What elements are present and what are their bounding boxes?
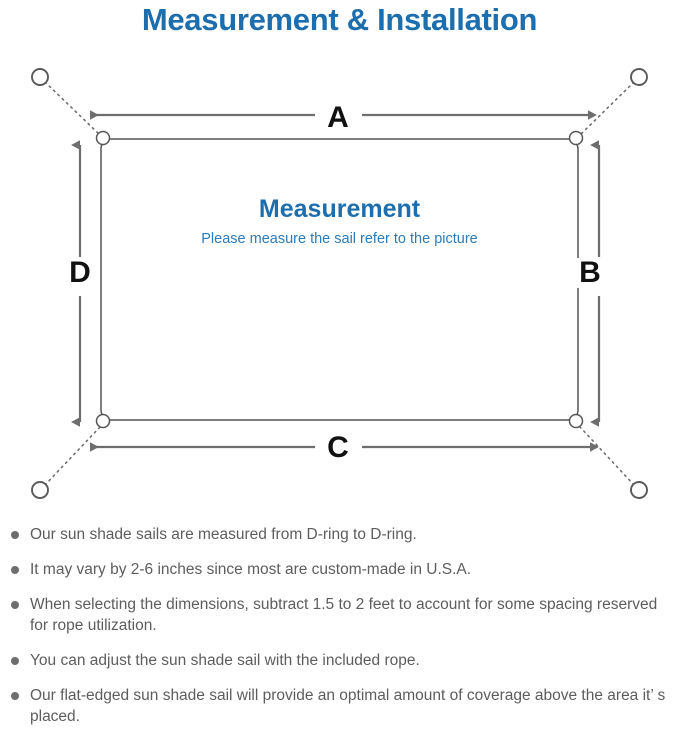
list-item: When selecting the dimensions, subtract … [0,594,679,636]
list-item-text: Our sun shade sails are measured from D-… [30,526,417,543]
d-ring-bottom-left [95,413,111,429]
anchor-ring-bottom-left [31,481,49,499]
list-item-text: Our flat-edged sun shade sail will provi… [30,687,666,725]
anchor-ring-top-right [630,68,648,86]
bullet-icon [11,531,19,539]
rope-line-top-right [579,81,635,136]
dimension-label-c: C [318,433,358,463]
list-item: Our flat-edged sun shade sail will provi… [0,685,679,727]
list-item-text: It may vary by 2-6 inches since most are… [30,561,472,578]
dimension-label-b: B [572,258,608,288]
measurement-diagram-svg [31,68,648,499]
d-ring-top-right [568,130,584,146]
d-ring-bottom-right [568,413,584,429]
bullet-icon [11,566,19,574]
list-item-text: When selecting the dimensions, subtract … [30,596,658,634]
sail-d-rings [95,130,584,429]
bullet-icon [11,657,19,665]
anchor-rings [31,68,648,499]
page-title: Measurement & Installation [141,2,538,37]
notes-list: Our sun shade sails are measured from D-… [0,524,679,727]
list-item: You can adjust the sun shade sail with t… [0,650,679,671]
list-item: Our sun shade sails are measured from D-… [0,524,679,545]
sail-body [100,138,579,421]
dimension-label-a: A [318,103,358,133]
anchor-ring-top-left [31,68,49,86]
list-item-text: You can adjust the sun shade sail with t… [30,652,420,669]
rope-line-bottom-right [579,426,635,486]
rope-line-bottom-left [44,426,101,486]
anchor-ring-bottom-right [630,481,648,499]
rope-lines [44,81,635,486]
d-ring-top-left [95,130,111,146]
measurement-diagram: A B C D [0,48,679,518]
list-item: It may vary by 2-6 inches since most are… [0,559,679,580]
dimension-label-d: D [62,258,98,288]
bullet-icon [11,692,19,700]
rope-line-top-left [44,81,101,136]
bullet-icon [11,601,19,609]
